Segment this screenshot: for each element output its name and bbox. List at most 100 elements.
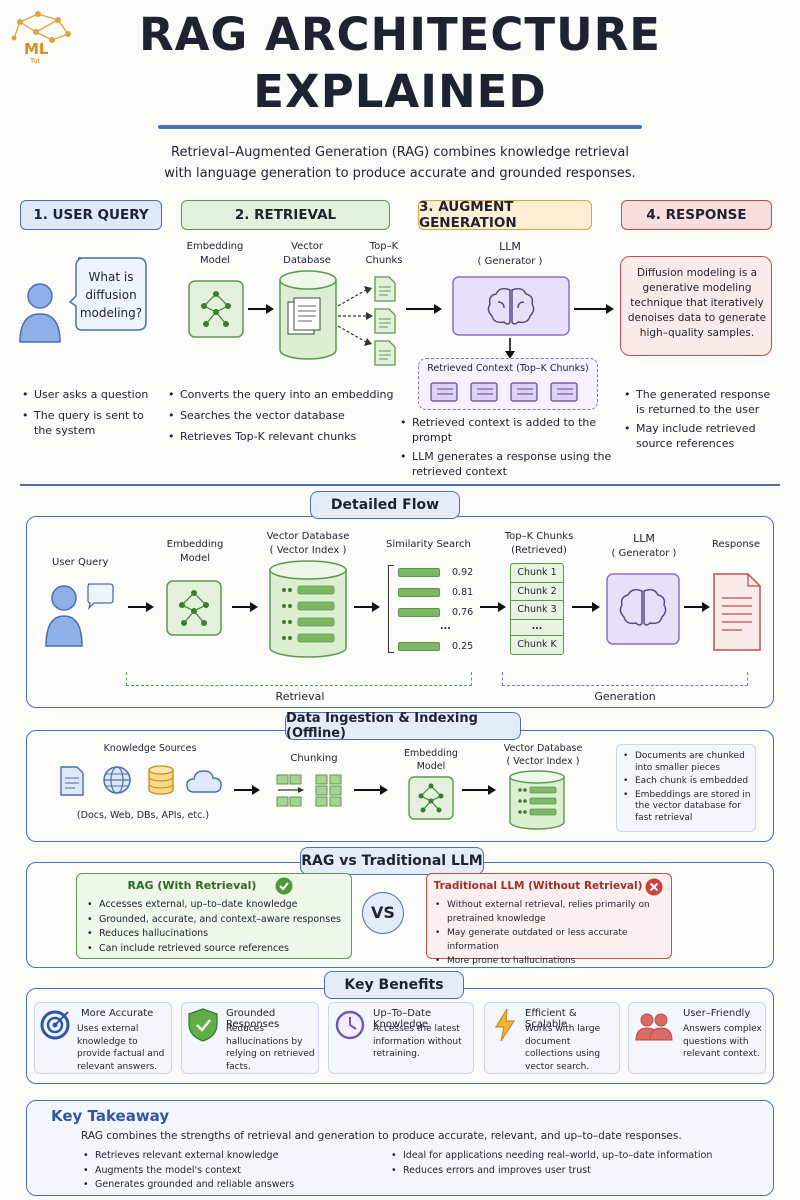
ingestion-title: Data Ingestion & Indexing (Offline) — [285, 711, 521, 741]
speech-bubble-shape — [68, 257, 147, 331]
bubble-line-3: modeling? — [79, 306, 143, 320]
df-similarity-bracket — [388, 565, 394, 653]
sim-bar — [398, 588, 440, 597]
key-takeaway-title: Key Takeaway — [51, 1107, 170, 1125]
logo-tut-text: Tut — [30, 57, 41, 65]
page-title: RAG ARCHITECTURE EXPLAINED — [100, 6, 700, 120]
df-llm-brain-icon — [606, 573, 680, 645]
llm-brain-icon — [452, 276, 570, 336]
dashed-arrows — [337, 286, 373, 346]
title-line-1: RAG ARCHITECTURE — [138, 8, 662, 61]
knowledge-source-icons — [58, 764, 228, 798]
globe-icon — [103, 766, 131, 794]
ingestion-bullet: Documents are chunked into smaller piece… — [621, 751, 751, 774]
df-chunk-list: Chunk 1 Chunk 2 Chunk 3 ... Chunk K — [510, 563, 564, 655]
arrow-down-icon — [505, 338, 515, 359]
vs-text: VS — [371, 903, 395, 922]
step-3-bullet: Retrieved context is added to the prompt — [398, 416, 613, 446]
rag-with-retrieval-card: RAG (With Retrieval) Accesses external, … — [76, 873, 352, 959]
llm-generator-label: LLM ( Generator ) — [470, 240, 550, 268]
step-4-bullet: The generated response is returned to th… — [622, 388, 782, 418]
arrow-icon — [574, 304, 614, 314]
target-icon — [40, 1010, 70, 1040]
chunk-doc-icon — [374, 340, 396, 366]
bubble-line-1: What is — [88, 270, 134, 284]
rag-point: Grounded, accurate, and context–aware re… — [85, 913, 347, 928]
vdb-label-1: Vector — [291, 241, 323, 252]
knowledge-sources-subtext: (Docs, Web, DBs, APIs, etc.) — [76, 810, 210, 821]
benefit-title: Up–To–Date Knowledge — [373, 1008, 432, 1030]
users-icon — [635, 1013, 673, 1041]
rag-card-title: RAG (With Retrieval) — [127, 879, 257, 892]
ingestion-notes-box: Documents are chunked into smaller piece… — [616, 744, 756, 832]
emb-label-1: Embedding — [186, 241, 244, 252]
vector-database-label: Vector Database — [272, 240, 342, 267]
arrow-icon — [248, 304, 274, 314]
df-similarity-label: Similarity Search — [386, 539, 471, 550]
df-vdb-1: Vector Database — [266, 531, 350, 542]
df-topk-1: Top–K Chunks — [504, 531, 574, 542]
ing-emb-2: Model — [416, 760, 446, 772]
chunk-doc-icon — [374, 308, 396, 334]
ing-vdb-label: Vector Database ( Vector Index ) — [498, 743, 588, 769]
df-embedding-label: Embedding Model — [160, 538, 230, 565]
step-4-bullet: May include retrieved source references — [622, 422, 782, 452]
ing-embedding-label: Embedding Model — [396, 748, 466, 774]
topk-label-2: Chunks — [365, 254, 403, 266]
embedding-model-icon — [188, 280, 244, 338]
sim-bar — [398, 608, 440, 617]
step-2-bullet: Searches the vector database — [166, 409, 396, 424]
benefit-desc: Answers complex questions with relevant … — [683, 1024, 762, 1059]
trad-point: More prone to hallucinations — [433, 954, 671, 968]
vector-database-icon — [279, 270, 337, 360]
user-icon — [19, 283, 61, 343]
vdb-label-2: Database — [283, 254, 331, 266]
df-llm-2: ( Generator ) — [611, 547, 677, 559]
arrow-icon — [684, 602, 710, 612]
df-similarity-list: 0.92 0.81 0.76 ... 0.25 — [398, 566, 478, 656]
df-llm-1: LLM — [633, 532, 655, 545]
df-embedding-icon — [166, 580, 222, 636]
step-3-augment-label: 3. AUGMENT GENERATION — [418, 199, 592, 231]
intro-line-2: with language generation to produce accu… — [164, 166, 636, 181]
ing-embedding-icon — [408, 776, 454, 820]
arrow-icon — [462, 785, 496, 795]
df-chunk-ellipsis: ... — [511, 620, 563, 636]
title-underline — [158, 125, 642, 129]
sim-score: 0.92 — [452, 567, 474, 578]
chunk-doc-icon — [374, 276, 396, 302]
sim-bar — [398, 568, 440, 577]
benefit-card: User–Friendly Answers complex questions … — [628, 1002, 766, 1074]
step-1-bullet: The query is sent to the system — [20, 409, 155, 439]
trad-point: Without external retrieval, relies prima… — [433, 898, 671, 926]
embedding-model-label: Embedding Model — [180, 240, 250, 267]
ingestion-bullet: Each chunk is embedded — [621, 776, 751, 788]
retrieved-context-label: Retrieved Context (Top–K Chunks) — [427, 363, 589, 374]
df-chunk: Chunk K — [517, 638, 557, 650]
key-takeaway-panel: Key Takeaway RAG combines the strengths … — [26, 1100, 774, 1196]
df-llm-label: LLM ( Generator ) — [604, 532, 684, 560]
intro-line-1: Retrieval–Augmented Generation (RAG) com… — [171, 145, 629, 160]
title-line-2: EXPLAINED — [253, 65, 547, 118]
llm-label-2: ( Generator ) — [477, 255, 543, 267]
retrieval-bracket-label: Retrieval — [275, 690, 325, 703]
arrow-icon — [354, 785, 388, 795]
rag-point: Accesses external, up–to–date knowledge — [85, 898, 347, 913]
top-k-chunks-label: Top–K Chunks — [356, 240, 412, 267]
intro-text: Retrieval–Augmented Generation (RAG) com… — [60, 142, 740, 184]
df-chunk: Chunk 1 — [511, 564, 563, 583]
rag-card-points: Accesses external, up–to–date knowledge … — [85, 898, 347, 956]
benefit-card: Up–To–Date Knowledge Accesses the latest… — [328, 1002, 474, 1074]
trad-card-title: Traditional LLM (Without Retrieval) — [433, 880, 643, 892]
ing-emb-1: Embedding — [404, 748, 458, 759]
trad-card-points: Without external retrieval, relies prima… — [433, 898, 671, 968]
step-3-bullet: LLM generates a response using the retri… — [398, 450, 613, 480]
takeaway-bullet: Augments the model's context — [81, 1164, 381, 1179]
takeaway-right-bullets: Ideal for applications needing real–worl… — [389, 1149, 769, 1178]
chunking-icon — [276, 774, 342, 807]
response-document-icon — [713, 573, 761, 651]
response-bubble: Diffusion modeling is a generative model… — [620, 256, 772, 356]
df-emb-1: Embedding — [166, 539, 224, 550]
step-2-bullets: Converts the query into an embedding Sea… — [166, 388, 396, 445]
sim-score: 0.81 — [452, 587, 474, 598]
